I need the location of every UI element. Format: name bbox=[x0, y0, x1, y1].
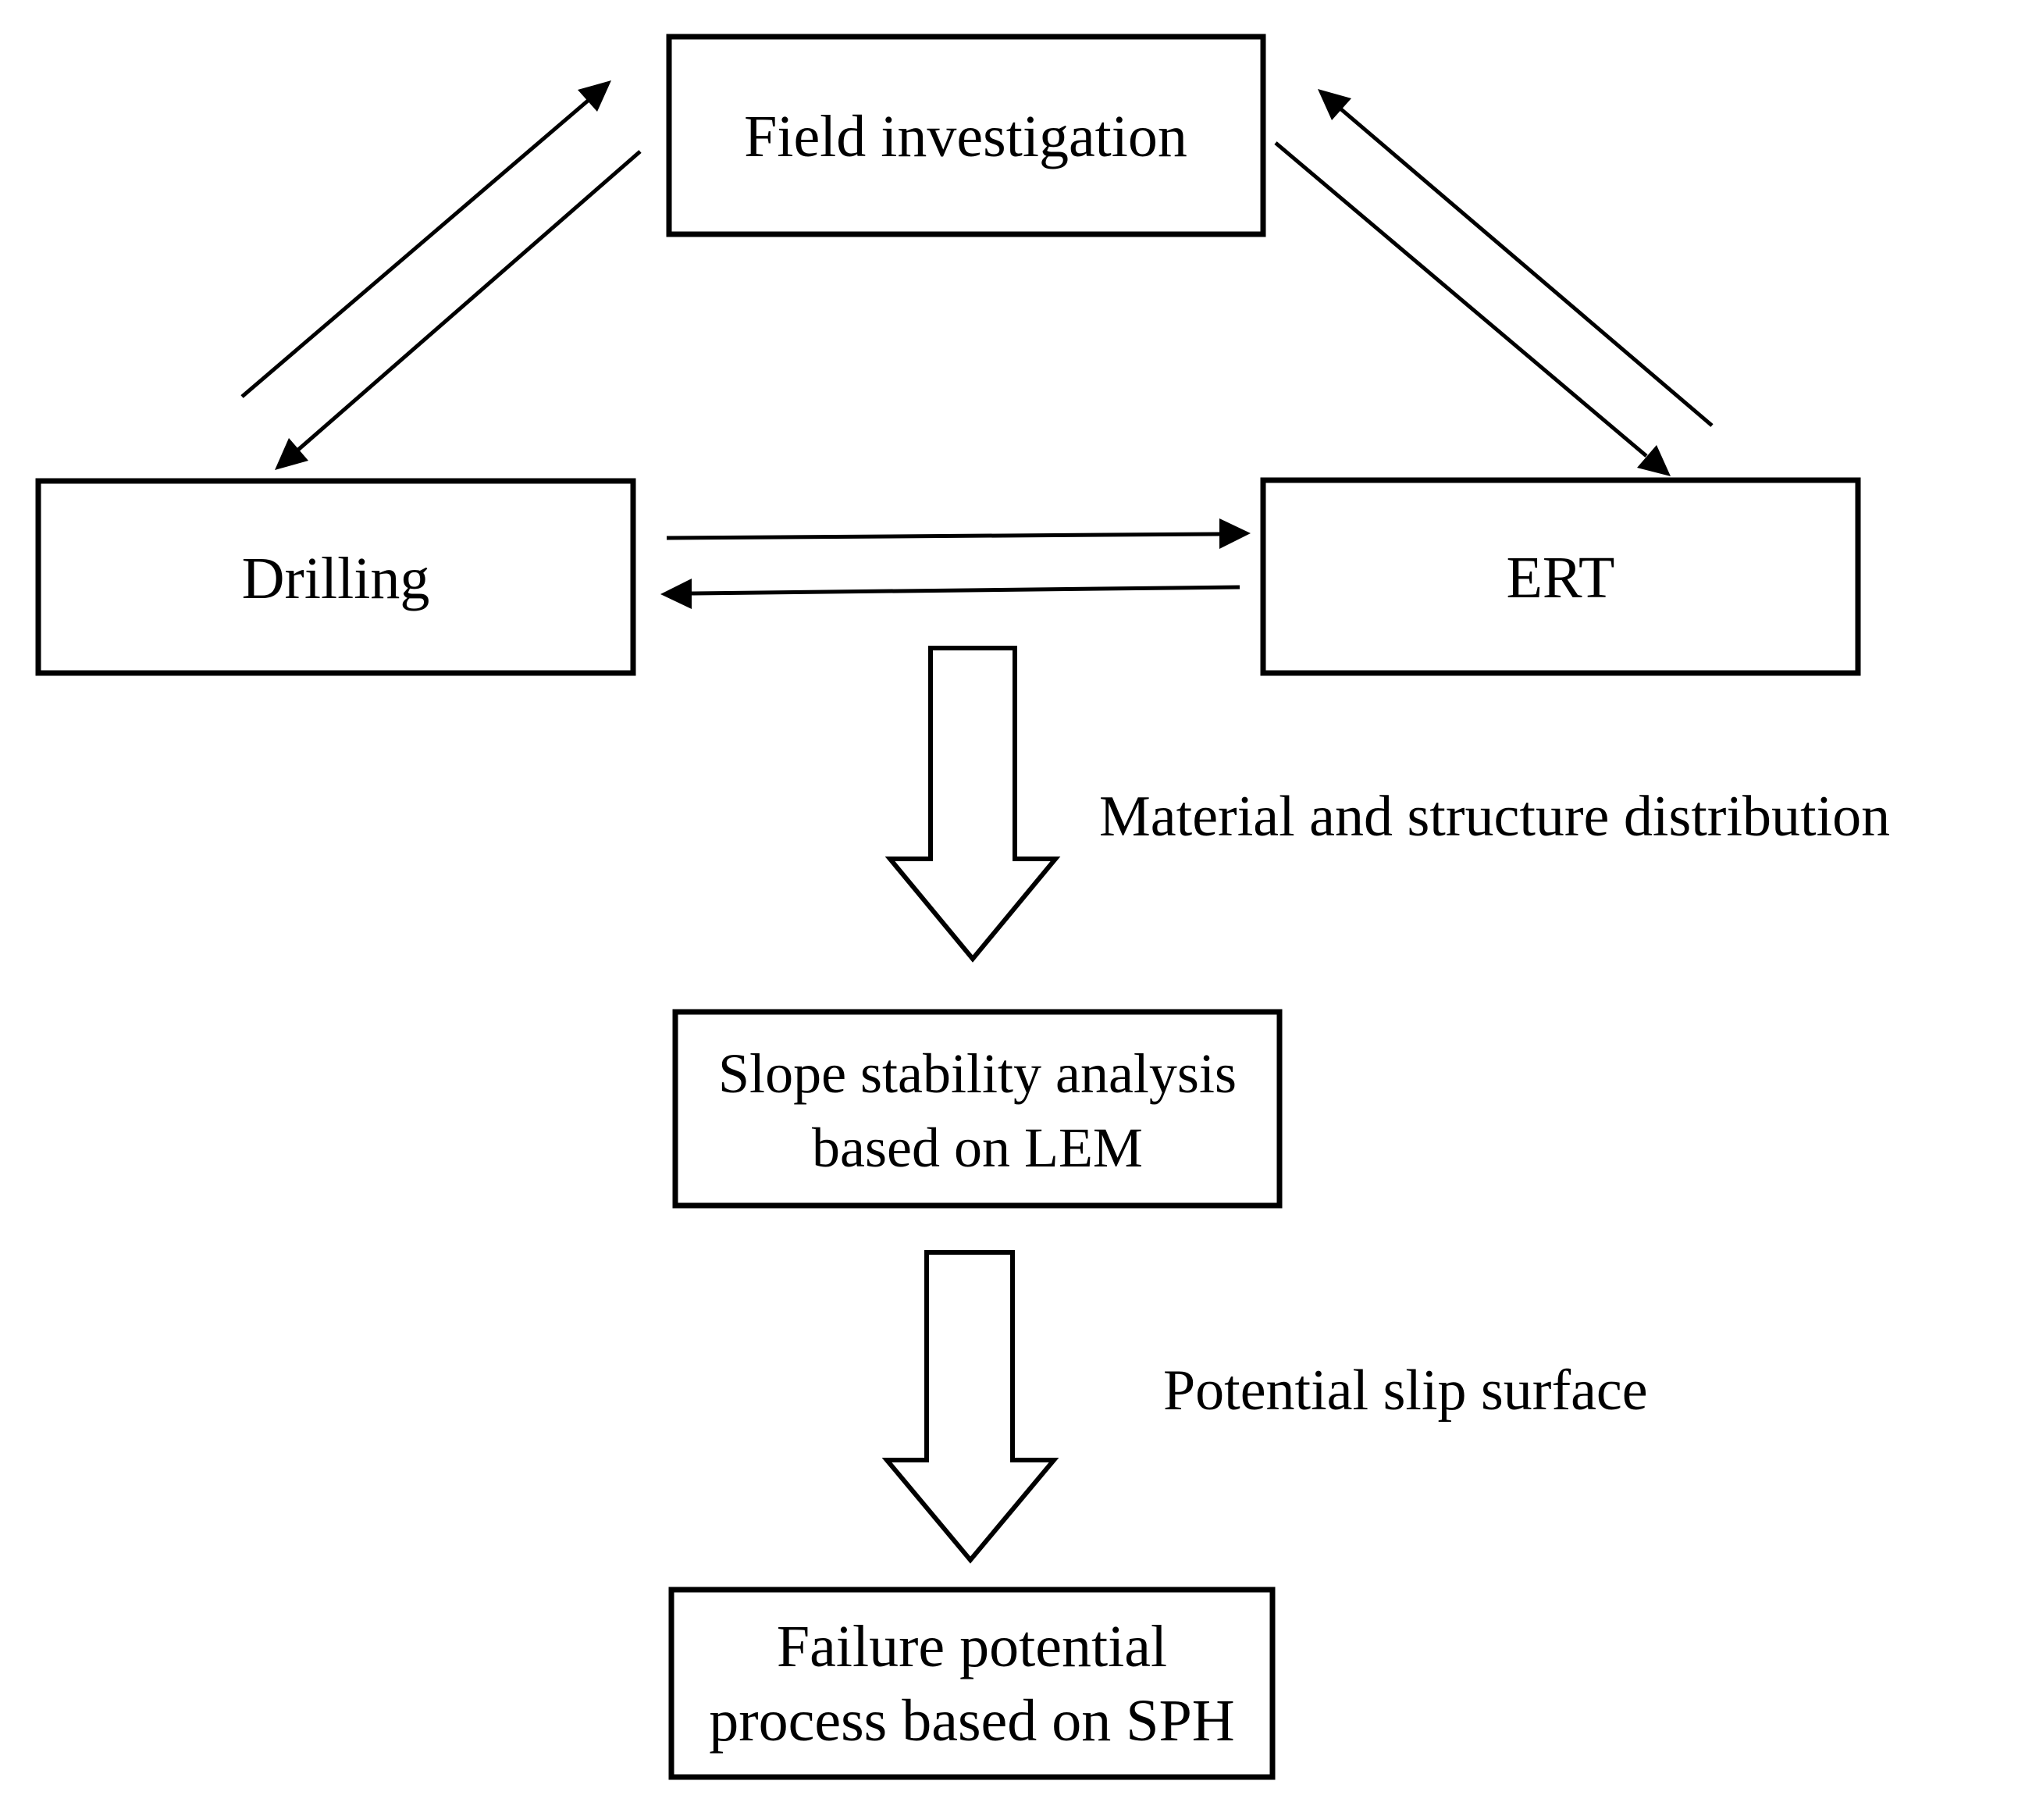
lem-label-line1: Slope stability analysis bbox=[718, 1042, 1237, 1105]
drilling-rect bbox=[35, 478, 636, 676]
field-investigation-label: Field investigation bbox=[744, 104, 1187, 169]
arrowhead-down-left bbox=[275, 438, 308, 470]
lem-label-line2: based on LEM bbox=[812, 1117, 1143, 1179]
arrow-drilling-to-ert bbox=[666, 518, 1251, 549]
arrowhead-down-right bbox=[1637, 445, 1671, 476]
field-investigation-box: Field investigation bbox=[666, 34, 1266, 237]
lem-box: Slope stability analysis based on LEM bbox=[672, 1009, 1283, 1209]
block-arrow-to-lem bbox=[884, 646, 1061, 963]
ert-label: ERT bbox=[1507, 545, 1615, 611]
drilling-label: Drilling bbox=[242, 546, 430, 611]
arrow-field-to-drilling bbox=[275, 150, 642, 470]
arrow-drilling-to-field bbox=[240, 80, 611, 398]
material-distribution-label: Material and structure distribution bbox=[1099, 785, 1890, 849]
arrow-field-to-ert bbox=[1274, 141, 1671, 476]
drilling-box: Drilling bbox=[35, 478, 636, 676]
arrowhead-up-left bbox=[1318, 89, 1351, 120]
potential-slip-label: Potential slip surface bbox=[1163, 1359, 1648, 1423]
lem-rect bbox=[672, 1009, 1283, 1209]
sph-label-line2: process based on SPH bbox=[709, 1688, 1234, 1754]
arrowhead-left bbox=[660, 579, 692, 609]
sph-rect bbox=[668, 1587, 1276, 1780]
arrowhead-up-right bbox=[578, 80, 611, 112]
arrow-ert-to-drilling bbox=[660, 579, 1240, 609]
ert-box: ERT bbox=[1260, 477, 1861, 676]
arrowhead-right bbox=[1219, 518, 1251, 549]
sph-label-line1: Failure potential bbox=[777, 1614, 1167, 1679]
sph-box: Failure potential process based on SPH bbox=[668, 1587, 1276, 1780]
block-arrow-to-sph bbox=[881, 1250, 1059, 1564]
arrow-ert-to-field bbox=[1318, 89, 1714, 427]
ert-rect bbox=[1260, 477, 1861, 676]
field-investigation-rect bbox=[666, 34, 1266, 237]
